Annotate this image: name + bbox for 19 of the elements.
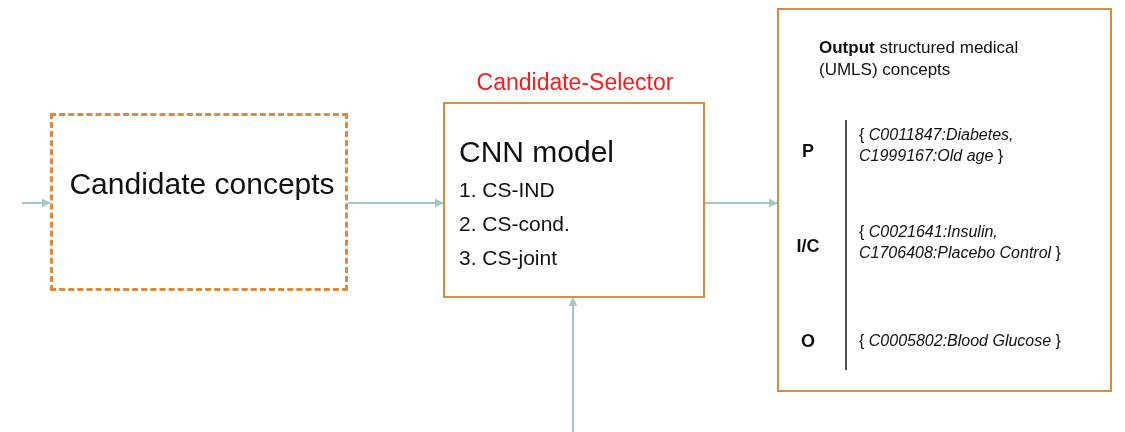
arrow: [704, 198, 778, 208]
dashed-process-box: [50, 113, 348, 291]
arrow: [21, 198, 51, 208]
box-heading: Output structured medical (UMLS) concepts: [819, 37, 1020, 82]
category-label: O: [800, 330, 816, 353]
category-label: I/C: [795, 235, 821, 258]
arrow: [568, 297, 578, 432]
arrow: [347, 198, 444, 208]
box-label: CNN model: [459, 134, 616, 170]
concept-list: { C0005802:Blood Glucose }: [859, 331, 1109, 352]
list-item: 2. CS-cond.: [459, 211, 571, 237]
concept-list: { C0021641:Insulin, C1706408:Placebo Control }: [859, 222, 1111, 264]
output-box: [777, 8, 1112, 392]
list-item: 3. CS-joint: [459, 245, 559, 271]
list-item: 1. CS-IND: [459, 177, 556, 203]
category-label: P: [801, 140, 815, 163]
box-heading: Candidate-Selector: [475, 68, 675, 97]
box-label: Candidate concepts: [68, 166, 336, 202]
concept-list: { C0011847:Diabetes, C1999167:Old age }: [859, 125, 1109, 167]
